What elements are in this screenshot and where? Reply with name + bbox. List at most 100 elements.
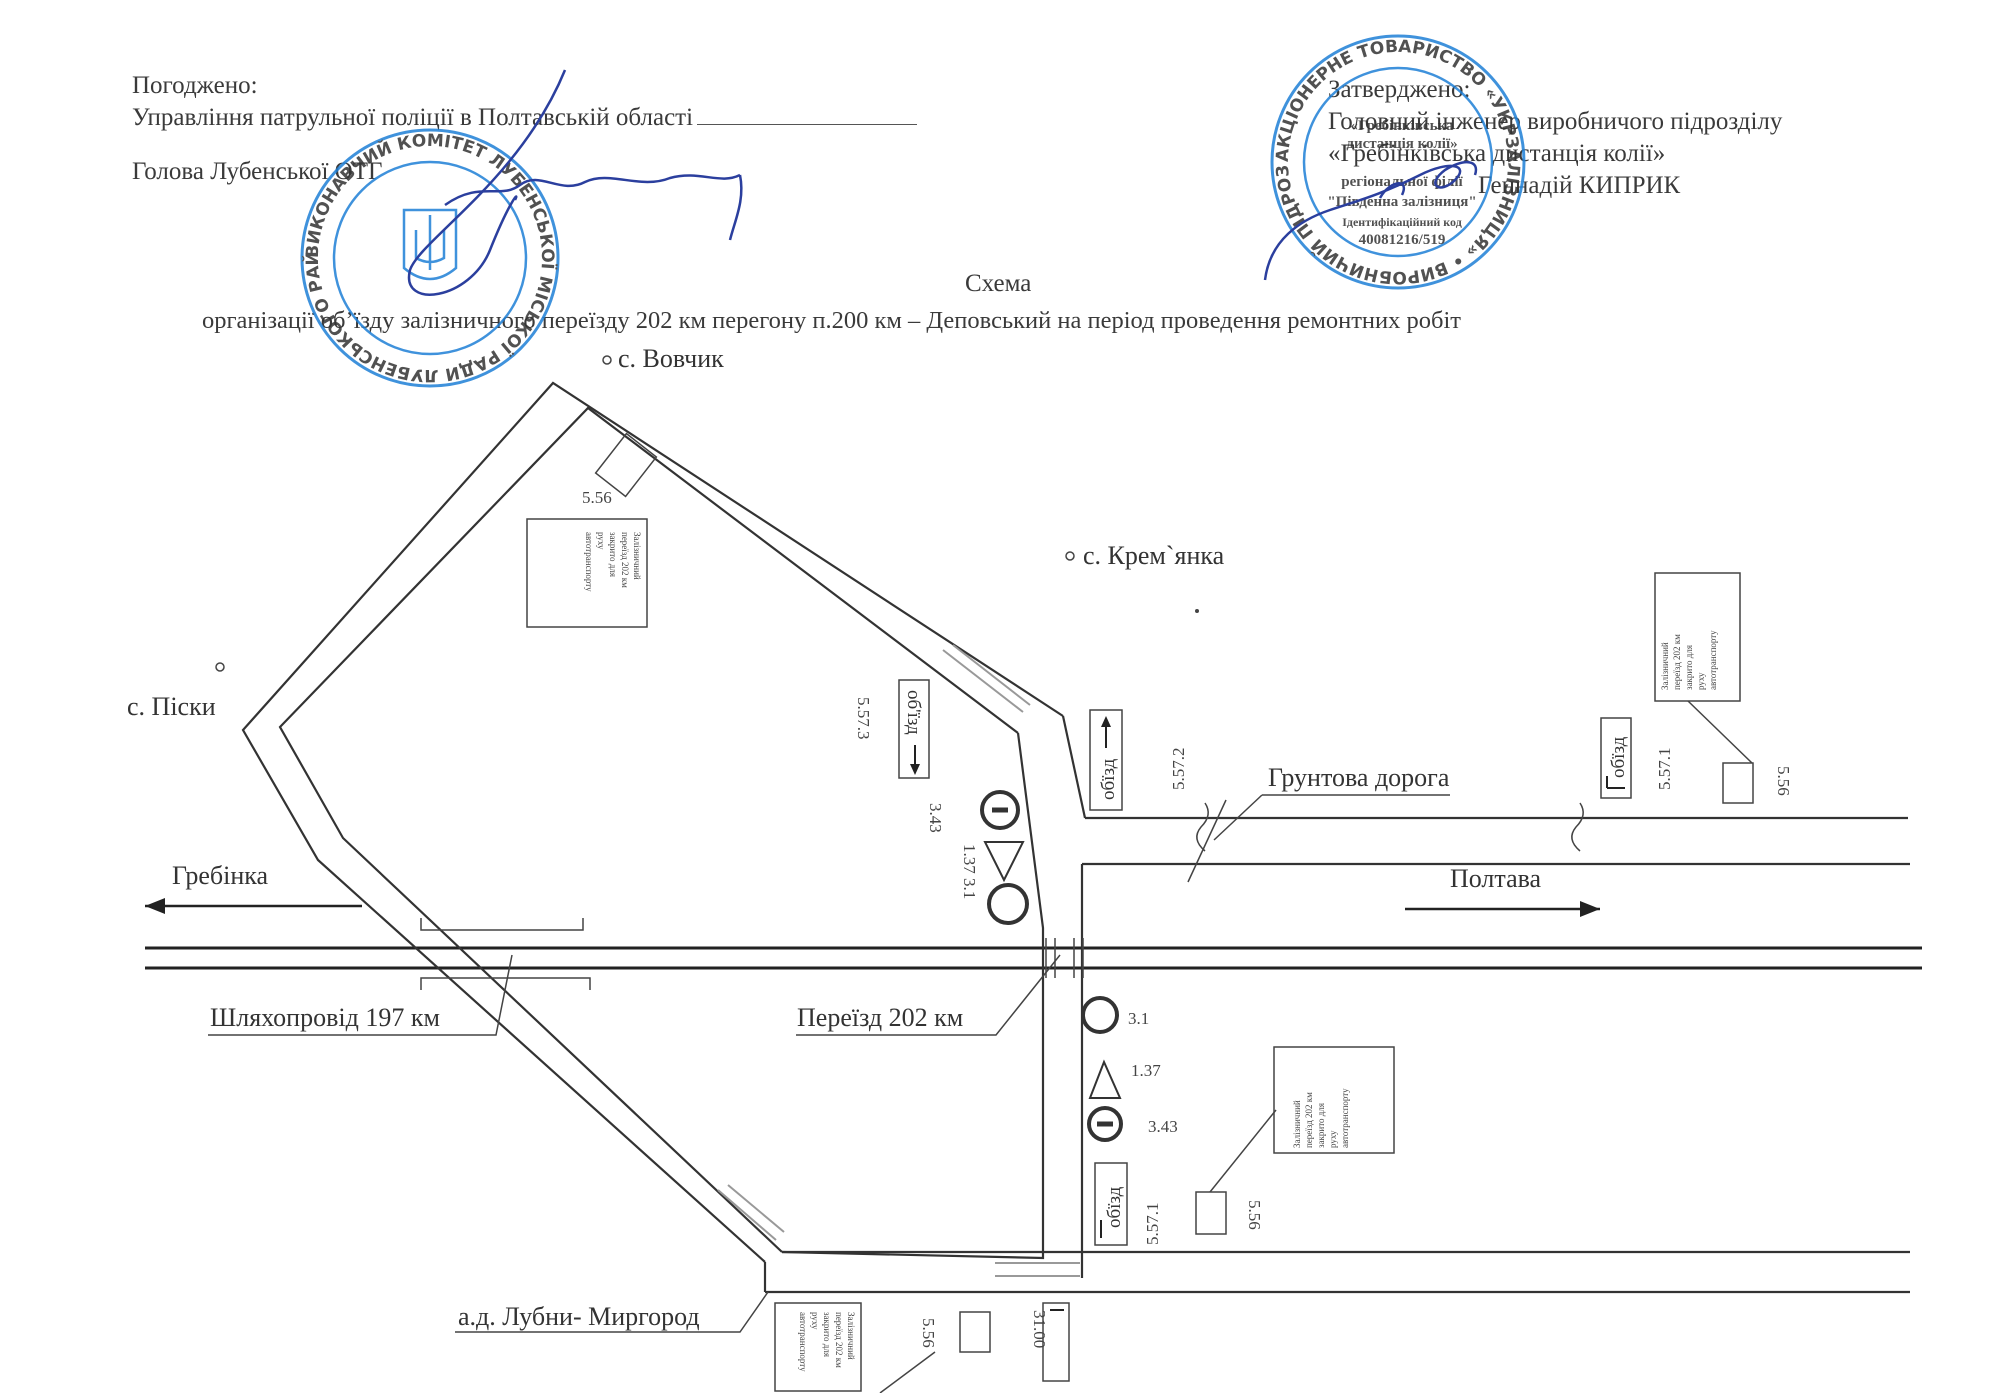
label-5-56-lower: 5.56 bbox=[1245, 1200, 1264, 1230]
detour-sign-5-57-1-bottom: обїзд bbox=[1094, 1162, 1128, 1246]
confirmation-block: Затверджено: Головний інженер виробничог… bbox=[1328, 74, 1782, 202]
sign-5-56-top bbox=[594, 432, 658, 498]
stamp-right: АКЦІОНЕРНЕ ТОВАРИСТВО «УКРЗАЛІЗНИЦЯ» • В… bbox=[0, 0, 1526, 290]
crossing-marks bbox=[1045, 938, 1084, 978]
info-lower-l4: руху bbox=[1328, 1130, 1338, 1148]
place-pisky: с. Піски bbox=[127, 692, 216, 721]
stamp-right-l6: 40081216/519 bbox=[1359, 232, 1446, 248]
detour-road-inner bbox=[278, 406, 1019, 1253]
info-bottom-l2: переїзд 202 км bbox=[834, 1312, 844, 1368]
detour-sign-5-57-3: об'їзд bbox=[898, 679, 930, 779]
detour-sign-5-57-1-top: обїзд bbox=[1600, 717, 1632, 799]
sign-3-43-right bbox=[1087, 1106, 1123, 1142]
pisky-marker bbox=[215, 662, 225, 672]
label-5-56-right: 5.56 bbox=[1774, 766, 1793, 796]
label-5-56-bottom: 5.56 bbox=[919, 1318, 938, 1348]
overpass-brackets bbox=[420, 918, 591, 990]
scheme-title: Схема bbox=[965, 270, 1032, 297]
info-tablet-bottom: Залізничний переїзд 202 км закрито для р… bbox=[774, 1302, 936, 1393]
label-crossing: Переїзд 202 км bbox=[797, 1003, 963, 1032]
info-bottom-l3: закрито для bbox=[822, 1312, 832, 1357]
approval-police: Управління патрульної поліції в Полтавсь… bbox=[132, 102, 918, 134]
stamp-right-l1: «Гребінківська bbox=[1350, 118, 1454, 134]
kremianka-marker bbox=[1065, 551, 1075, 561]
info-bottom-l5: автотранспорту bbox=[798, 1312, 808, 1372]
approval-label: Погоджено: bbox=[132, 72, 258, 99]
info-tablet-right: Залізничний переїзд 202 км закрито для р… bbox=[1654, 572, 1753, 764]
sign-5-56-right bbox=[1722, 762, 1754, 804]
label-dirt-road: Грунтова дорога bbox=[1268, 763, 1450, 792]
crossing-road-left bbox=[1061, 715, 1087, 819]
stamp-right-l2: дистанція колії» bbox=[1346, 136, 1457, 152]
info-top-l4: руху bbox=[596, 532, 606, 550]
info-lower-l1: Залізничний bbox=[1292, 1100, 1302, 1148]
info-tablet-top: Залізничний переїзд 202 км закрито для р… bbox=[526, 518, 648, 628]
info-top-l2: переїзд 202 км bbox=[620, 532, 630, 588]
vovchyk-marker bbox=[602, 355, 612, 365]
highway-leader bbox=[455, 1291, 769, 1333]
hrebinka-arrow bbox=[145, 898, 362, 914]
detour-road-outer bbox=[241, 381, 1064, 1263]
confirm-name: Геннадій КИПРИК bbox=[1478, 172, 1681, 199]
place-vovchyk: с. Вовчик bbox=[618, 344, 724, 373]
label-bottom-sign: 31.00 bbox=[1030, 1310, 1049, 1348]
signature-left bbox=[407, 69, 743, 296]
detour-sign-5-57-2: обїзд bbox=[1089, 709, 1123, 811]
info-top-l1: Залізничний bbox=[632, 532, 642, 580]
info-tablet-lower: Залізничний переїзд 202 км закрито для р… bbox=[1209, 1046, 1395, 1193]
stamp-right-l3: регіональної філії bbox=[1341, 174, 1463, 190]
stamp-right-l5: Ідентифікаційний код bbox=[1342, 215, 1462, 229]
label-5-57-1-bottom: 5.57.1 bbox=[1143, 1203, 1162, 1246]
info-lower-l2: переїзд 202 км bbox=[1304, 1092, 1314, 1148]
info-top-l3: закрито для bbox=[608, 532, 618, 577]
detour-flow-arrows bbox=[717, 644, 1080, 1277]
sign-1-37-left bbox=[983, 841, 1025, 883]
label-3-1-right: 3.1 bbox=[1128, 1009, 1149, 1028]
info-right-l4: руху bbox=[1696, 672, 1706, 690]
sign-3-1-right bbox=[1081, 996, 1119, 1034]
crossing-road-left-2 bbox=[781, 732, 1045, 1260]
info-right-l1: Залізничний bbox=[1660, 642, 1670, 690]
detour-sign-text-1: об'їзд bbox=[903, 690, 924, 735]
signature-right bbox=[1263, 161, 1478, 281]
dirt-road-marks bbox=[1187, 799, 1584, 883]
label-5-57-3: 5.57.3 bbox=[854, 697, 873, 740]
place-hrebinka: Гребінка bbox=[172, 861, 269, 890]
sign-5-56-bottom bbox=[959, 1311, 991, 1353]
crossing-leader bbox=[796, 954, 1061, 1036]
info-lower-l5: автотранспорту bbox=[1340, 1088, 1350, 1148]
info-right-l3: закрито для bbox=[1684, 645, 1694, 690]
stamp-right-ring-text: АКЦІОНЕРНЕ ТОВАРИСТВО «УКРЗАЛІЗНИЦЯ» • В… bbox=[0, 0, 1523, 287]
police-dept-text: Управління патрульної поліції в Полтавсь… bbox=[132, 104, 694, 131]
stamp-right-l4: "Південна залізниця" bbox=[1327, 194, 1476, 210]
overpass-leader bbox=[208, 954, 513, 1036]
dot-marker bbox=[1195, 609, 1199, 613]
info-right-l2: переїзд 202 км bbox=[1672, 634, 1682, 690]
confirm-unit: «Гребінківська дистанція колії» bbox=[1328, 140, 1666, 167]
place-kremianka: с. Крем`янка bbox=[1083, 541, 1225, 570]
label-5-57-1-top: 5.57.1 bbox=[1655, 748, 1674, 791]
label-highway: а.д. Лубни- Миргород bbox=[458, 1302, 700, 1331]
info-lower-l3: закрито для bbox=[1316, 1103, 1326, 1148]
label-3-43-left: 3.43 bbox=[926, 803, 945, 833]
sign-1-37-right bbox=[1088, 1059, 1122, 1099]
signature-line bbox=[697, 104, 918, 125]
detour-sign-text-2: обїзд bbox=[1098, 758, 1119, 800]
sign-3-1-left bbox=[987, 883, 1029, 925]
label-1-37-3-1-left: 1.37 3.1 bbox=[960, 844, 979, 899]
sign-5-56-lower bbox=[1195, 1191, 1227, 1235]
sign-3-43-left bbox=[980, 790, 1020, 830]
approval-block: Погоджено: Управління патрульної поліції… bbox=[132, 70, 918, 188]
label-5-57-2: 5.57.2 bbox=[1169, 748, 1188, 791]
approval-head: Голова Лубенської ОТГ bbox=[132, 158, 383, 185]
label-5-56-top: 5.56 bbox=[582, 488, 612, 507]
scheme-subtitle: організації об’їзду залізничного переїзд… bbox=[202, 307, 1461, 334]
label-3-43-right: 3.43 bbox=[1148, 1117, 1178, 1136]
label-overpass: Шляхопровід 197 км bbox=[210, 1003, 440, 1032]
detour-sign-bottom bbox=[1042, 1302, 1070, 1382]
info-bottom-l4: руху bbox=[810, 1312, 820, 1330]
info-bottom-l1: Залізничний bbox=[846, 1312, 856, 1360]
info-top-l5: автотранспорту bbox=[584, 532, 594, 592]
confirm-position: Головний інженер виробничого підрозділу bbox=[1328, 108, 1783, 135]
